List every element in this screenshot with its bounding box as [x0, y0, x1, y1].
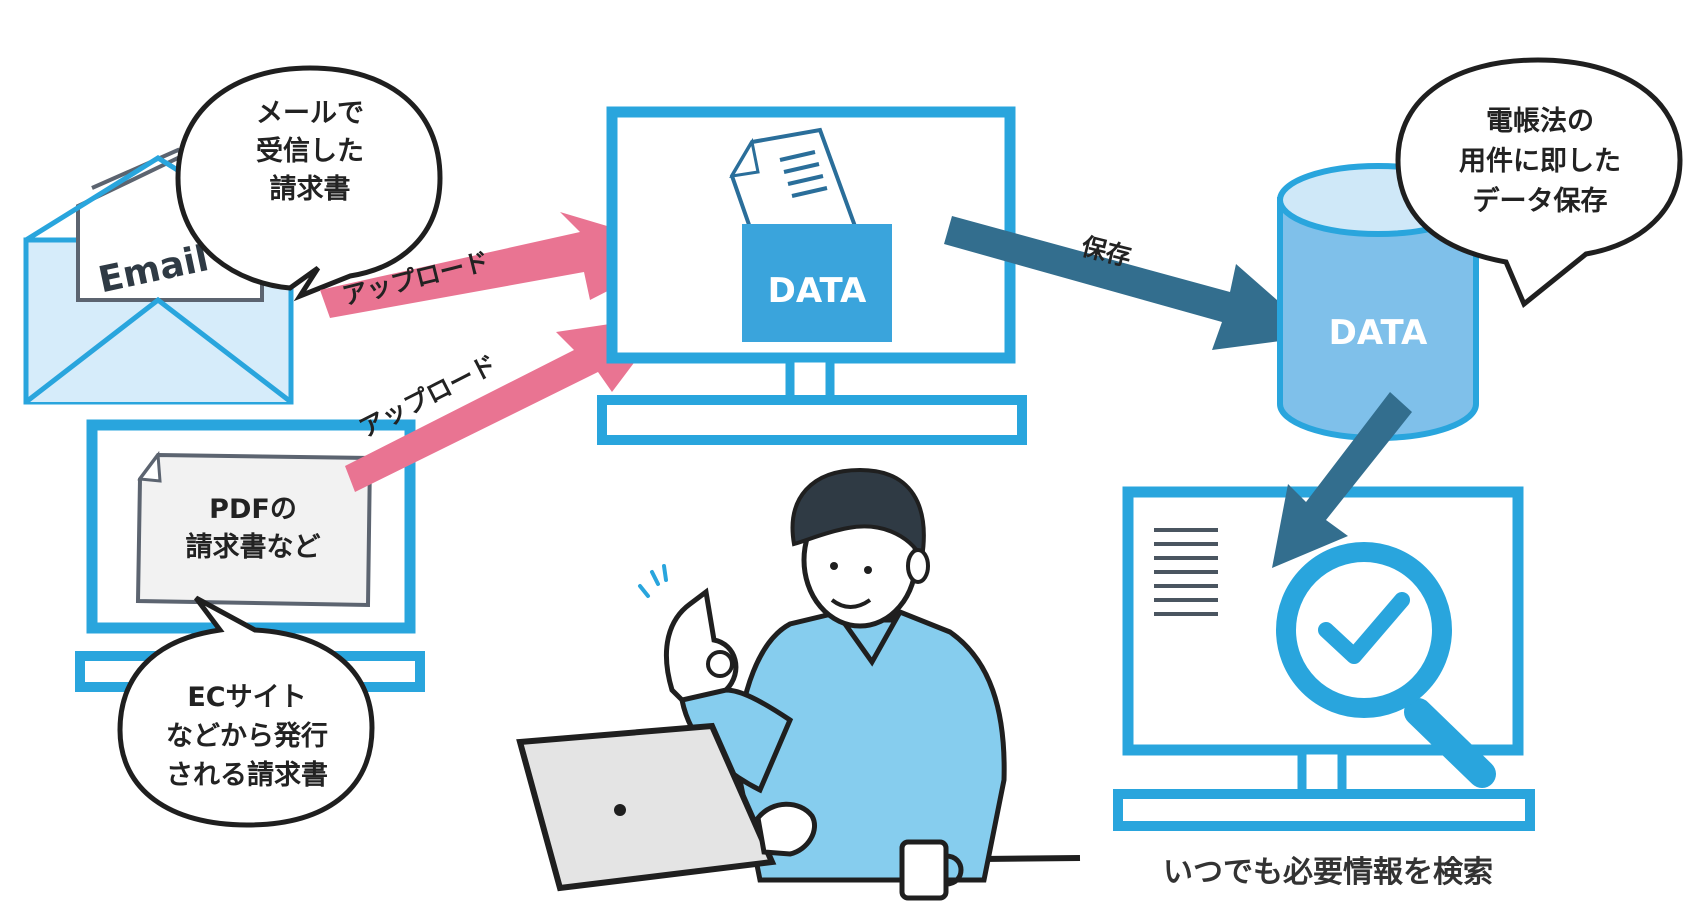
ec-speech-bubble: ECサイト などから発行 される請求書	[117, 595, 375, 828]
folder-icon: DATA	[742, 224, 892, 342]
magnifier-check-icon	[1276, 542, 1496, 788]
center-monitor-base	[597, 395, 1027, 445]
document-icon: PDFの 請求書など	[135, 450, 373, 608]
db-bubble-line-3: データ保存	[1473, 185, 1608, 217]
center-monitor-stand	[785, 353, 835, 405]
retrieve-arrow	[1272, 392, 1412, 568]
db-bubble-line-2: 用件に即した	[1459, 146, 1621, 177]
search-monitor-base	[1113, 789, 1535, 831]
mug	[899, 839, 949, 901]
database-label: DATA	[1329, 313, 1428, 353]
laptop	[516, 722, 777, 892]
screen-text-lines	[1154, 528, 1218, 616]
db-speech-bubble: 電帳法の 用件に即した データ保存	[1395, 57, 1683, 309]
ec-bubble-line-2: などから発行	[166, 720, 328, 752]
person-with-laptop-illustration	[516, 467, 1081, 901]
email-bubble-line-1: メールで	[256, 98, 364, 129]
hair	[790, 467, 926, 564]
pdf-doc-line-2: 請求書など	[186, 531, 321, 563]
email-bubble-line-2: 受信した	[256, 135, 364, 167]
center-folder-label: DATA	[768, 271, 867, 311]
email-bubble-line-3: 請求書	[270, 173, 351, 205]
search-caption: いつでも必要情報を検索	[1163, 855, 1493, 890]
ok-hand	[664, 587, 739, 705]
search-monitor-stand	[1297, 745, 1347, 799]
ec-bubble-line-3: される請求書	[166, 759, 328, 791]
ec-bubble-line-1: ECサイト	[187, 682, 306, 713]
pdf-doc-line-1: PDFの	[209, 494, 297, 525]
email-speech-bubble: メールで 受信した 請求書	[175, 65, 443, 302]
sparkle	[638, 564, 668, 598]
db-bubble-line-1: 電帳法の	[1486, 106, 1594, 137]
save-arrow: 保存	[944, 216, 1318, 350]
